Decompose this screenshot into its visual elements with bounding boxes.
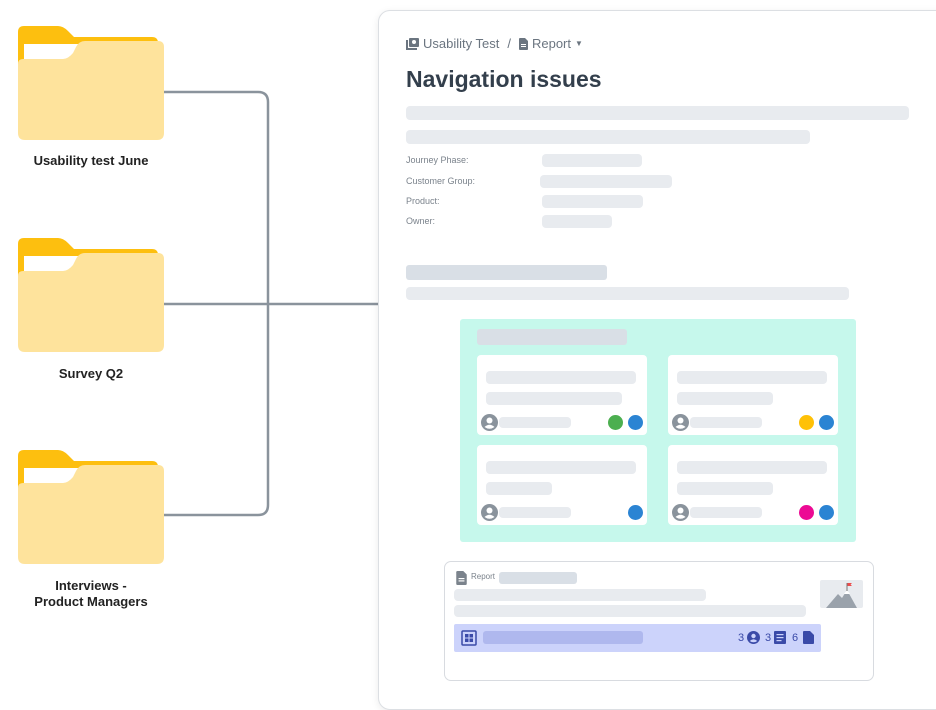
- chevron-down-icon[interactable]: ▼: [575, 39, 583, 48]
- insight-card[interactable]: [668, 445, 838, 525]
- placeholder-line: [406, 287, 849, 300]
- field-value: [542, 154, 642, 167]
- connector-lines: [163, 90, 378, 517]
- placeholder-line: [406, 130, 810, 144]
- insight-card[interactable]: [668, 355, 838, 435]
- breadcrumb-page[interactable]: Report: [531, 36, 571, 51]
- user-avatar-icon: [481, 414, 498, 431]
- folder-icon: [18, 450, 164, 564]
- folder-label: Interviews -: [55, 578, 127, 593]
- field-value: [542, 195, 643, 208]
- person-icon: [747, 631, 760, 644]
- document-icon: [456, 571, 467, 585]
- insight-card[interactable]: [477, 355, 647, 435]
- user-avatar-icon: [481, 504, 498, 521]
- field-label-customer-group: Customer Group:: [406, 176, 476, 186]
- document-icon: [518, 37, 528, 50]
- tag-dot: [799, 505, 814, 520]
- user-avatar-icon: [672, 414, 689, 431]
- folder-label: Survey Q2: [58, 366, 124, 381]
- field-value: [540, 175, 672, 188]
- field-label-owner: Owner:: [406, 216, 436, 226]
- board-title-placeholder: [477, 329, 627, 345]
- tag-dot: [608, 415, 623, 430]
- folder-icon: [18, 26, 164, 140]
- docs-count: 6: [792, 632, 799, 644]
- folder-icon: [18, 238, 164, 352]
- insight-card[interactable]: [477, 445, 647, 525]
- placeholder-line: [406, 106, 909, 120]
- notes-count: 3: [765, 632, 772, 644]
- insight-board: [460, 319, 856, 542]
- breadcrumb: Usability Test / Report ▼: [406, 36, 583, 51]
- field-value: [542, 215, 612, 228]
- grid-icon: [461, 630, 477, 646]
- tag-dot: [819, 415, 834, 430]
- folder-label: Product Managers: [34, 594, 148, 609]
- tag-dot: [628, 415, 643, 430]
- user-avatar-icon: [672, 504, 689, 521]
- tag-dot: [799, 415, 814, 430]
- tag-dot: [819, 505, 834, 520]
- field-label-journey-phase: Journey Phase:: [406, 155, 469, 165]
- linked-report-card[interactable]: Report 3 3 6: [444, 561, 874, 681]
- mountain-thumbnail-icon: [820, 580, 863, 608]
- notes-icon: [774, 631, 786, 644]
- breadcrumb-project[interactable]: Usability Test: [423, 36, 500, 51]
- tag-dot: [628, 505, 643, 520]
- report-type-label: Report: [471, 572, 496, 581]
- linked-project-bar[interactable]: 3 3 6: [454, 624, 821, 652]
- section-heading-placeholder: [406, 265, 607, 280]
- people-count: 3: [738, 632, 745, 644]
- folder-label: Usability test June: [33, 153, 149, 168]
- project-icon: [406, 37, 419, 50]
- breadcrumb-separator: /: [507, 36, 511, 51]
- document-icon: [803, 631, 814, 644]
- field-label-product: Product:: [406, 196, 440, 206]
- page-title: Navigation issues: [406, 66, 602, 92]
